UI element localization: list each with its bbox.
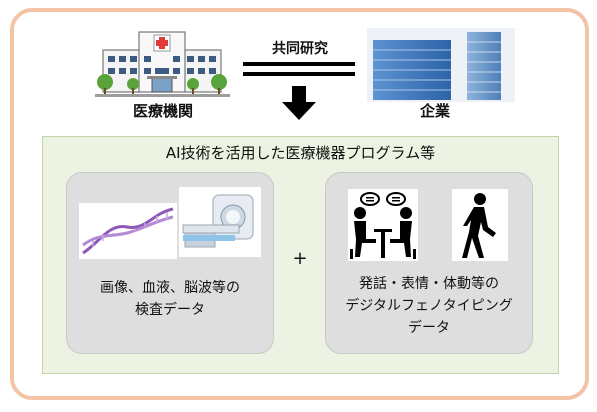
down-arrow-icon [282,86,316,120]
exam-data-line1: 画像、血液、脳波等の [100,280,240,296]
ct-scanner-icon [179,187,261,257]
medical-institution-label: 医療機関 [132,102,193,120]
phenotyping-line2: デジタルフェノタイピング [345,298,513,314]
company-label: 企業 [419,102,450,120]
hospital-icon [95,31,230,97]
ai-program-title: AI技術を活用した医療機器プログラム等 [165,144,436,162]
exam-data-panel: 画像、血液、脳波等の 検査データ [66,172,274,354]
digital-phenotyping-panel: 発話・表情・体動等の デジタルフェノタイピング データ [325,172,533,354]
equal-line-bottom [243,72,355,76]
joint-research-label: 共同研究 [272,41,328,57]
conversation-icon [348,189,418,261]
exam-data-line2: 検査データ [135,302,205,318]
walking-person-icon [452,189,508,261]
phenotyping-line1: 発話・表情・体動等の [359,276,499,292]
plus-sign: + [292,248,308,269]
company-building-icon [367,28,515,102]
equal-line-top [243,62,355,66]
phenotyping-line3: データ [408,320,450,336]
dna-helix-icon [79,203,177,259]
